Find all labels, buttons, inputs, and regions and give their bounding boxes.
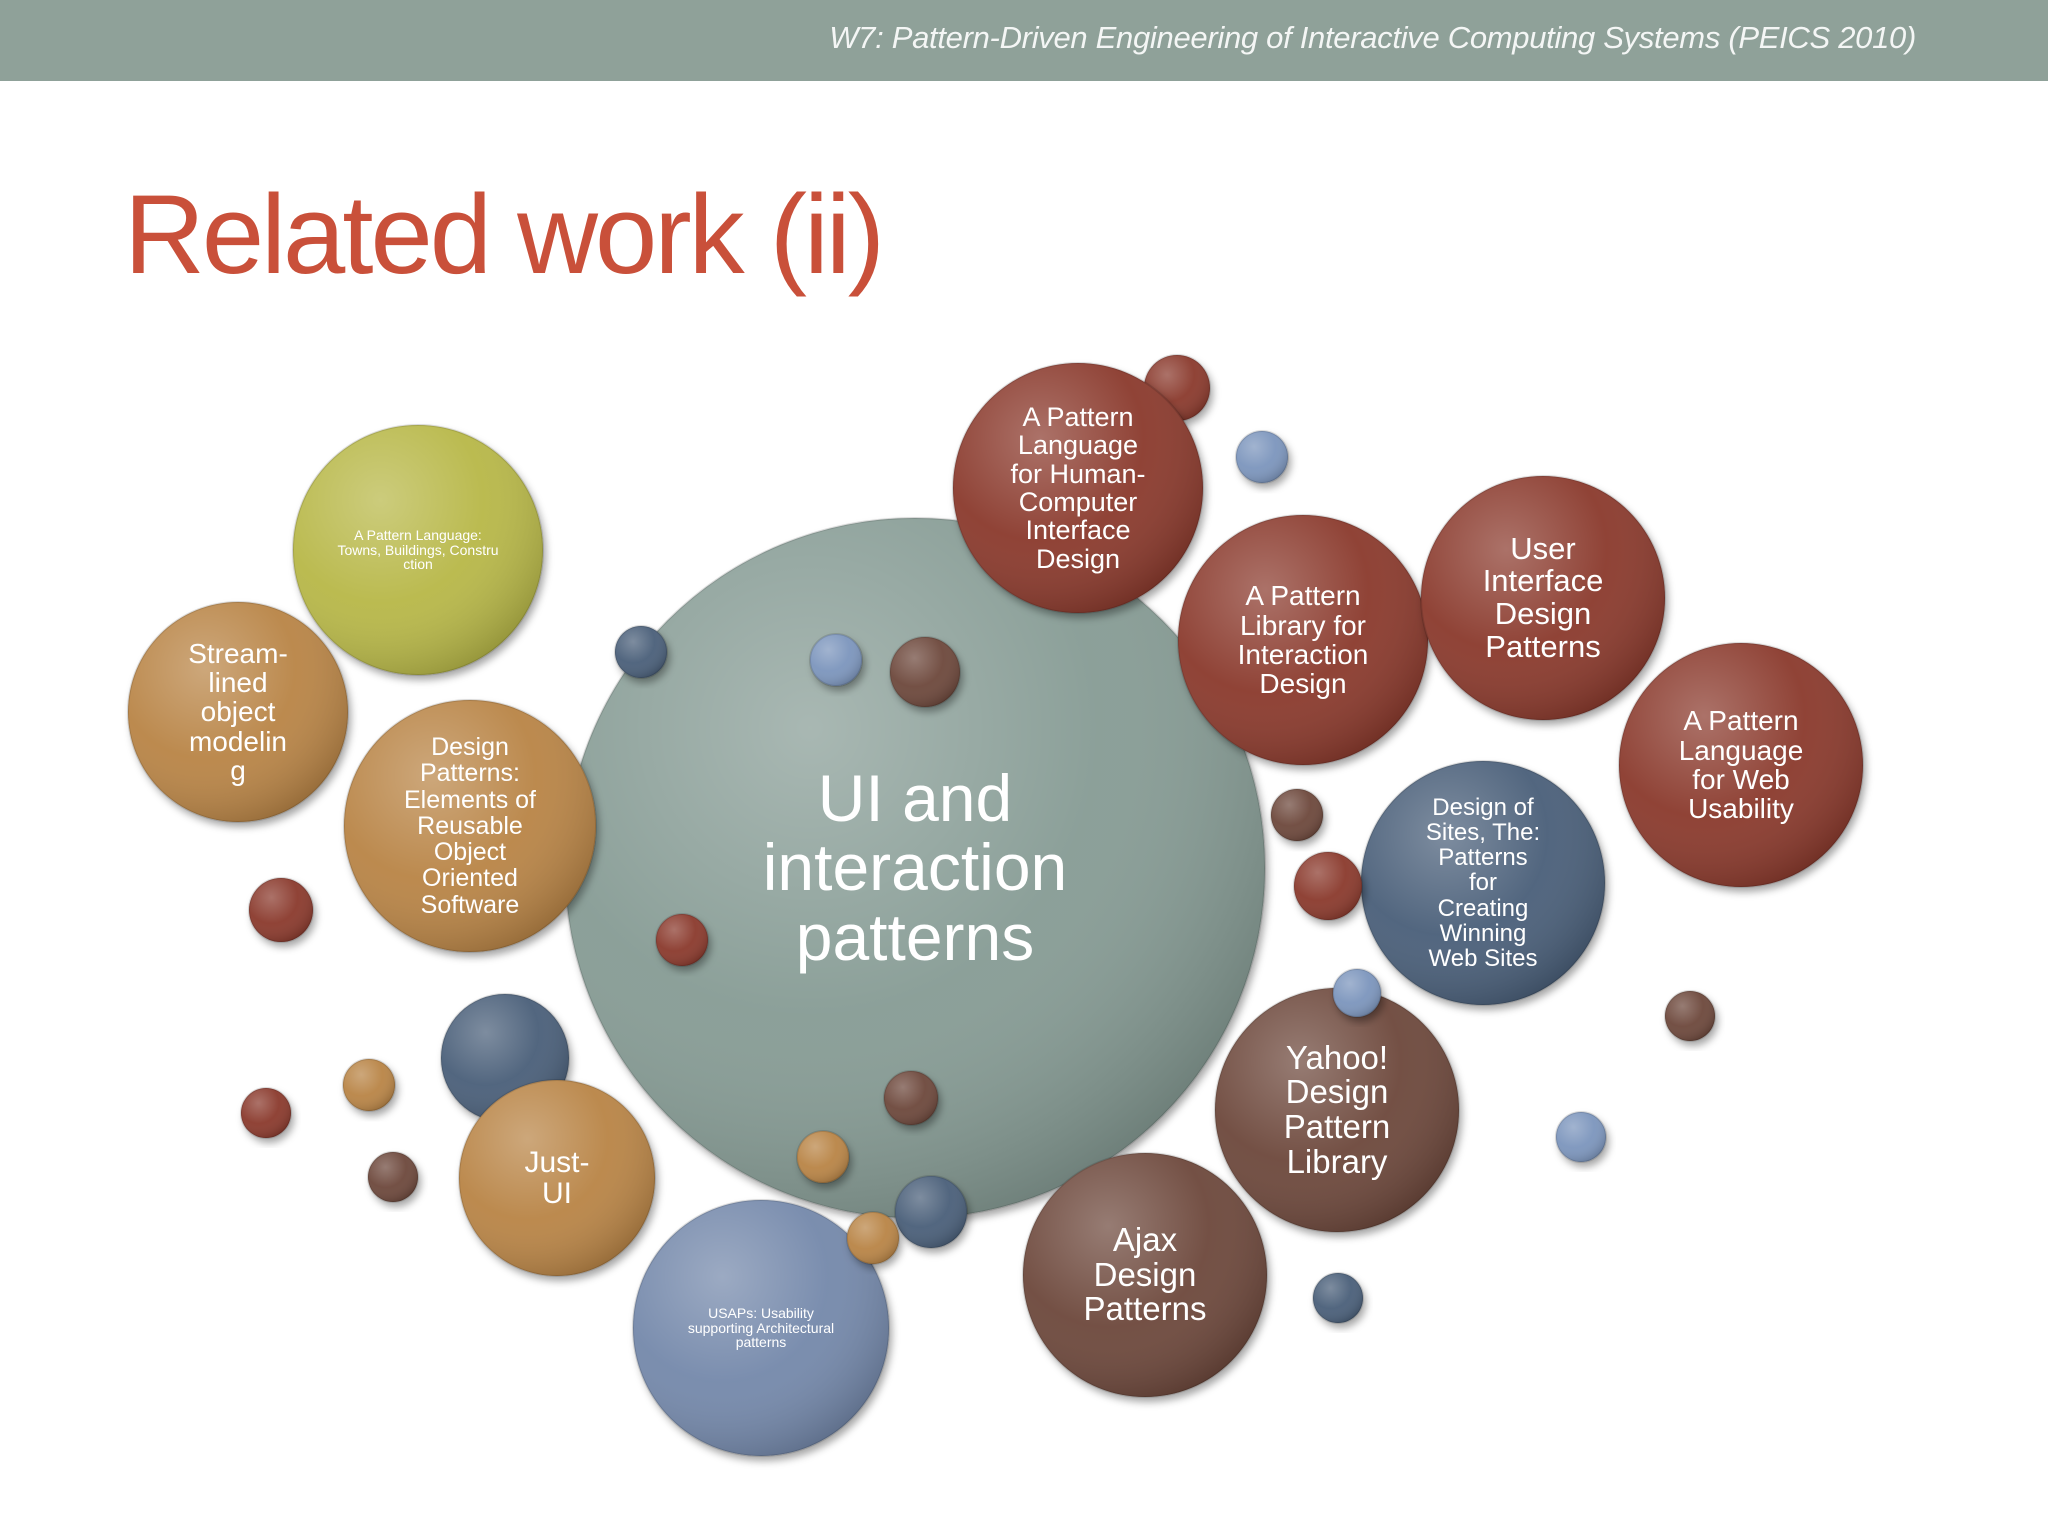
decorative-dot <box>883 1070 939 1126</box>
decorative-dot <box>248 877 314 943</box>
decorative-dot <box>342 1058 396 1112</box>
decorative-dot <box>889 636 961 708</box>
decorative-dot <box>1555 1111 1607 1163</box>
decorative-dot <box>846 1211 900 1265</box>
decorative-dot <box>1332 968 1382 1018</box>
decorative-dot <box>655 913 709 967</box>
decorative-dot <box>1235 430 1289 484</box>
decorative-dot <box>1664 990 1716 1042</box>
decorative-dot <box>614 625 668 679</box>
bubble-label-alexander: A Pattern Language:Towns, Buildings, Con… <box>337 526 499 573</box>
bubble-uidp <box>1420 475 1666 721</box>
bubble-usaps <box>632 1199 890 1457</box>
bubble-interaction <box>1177 514 1429 766</box>
decorative-dot <box>809 633 863 687</box>
bubble-web-usability <box>1618 642 1864 888</box>
slide-title: Related work (ii) <box>124 172 885 297</box>
decorative-dot <box>367 1151 419 1203</box>
bubble-alexander <box>292 424 544 676</box>
decorative-dot <box>1293 851 1363 921</box>
decorative-dot <box>796 1130 850 1184</box>
workshop-title: W7: Pattern-Driven Engineering of Intera… <box>829 20 1916 55</box>
decorative-dot <box>240 1087 292 1139</box>
bubble-just-ui <box>458 1079 656 1277</box>
bubble-design-sites <box>1360 760 1606 1006</box>
bubble-label-just-ui: Just-UI <box>524 1145 590 1210</box>
decorative-dot <box>1270 788 1324 842</box>
decorative-dot <box>894 1175 968 1249</box>
bubble-hci <box>952 362 1204 614</box>
decorative-dot <box>1312 1272 1364 1324</box>
bubble-yahoo <box>1214 987 1460 1233</box>
header-bar: W7: Pattern-Driven Engineering of Intera… <box>0 0 2048 81</box>
bubble-ajax <box>1022 1152 1268 1398</box>
bubble-streamlined <box>127 601 349 823</box>
bubble-gof <box>343 699 597 953</box>
